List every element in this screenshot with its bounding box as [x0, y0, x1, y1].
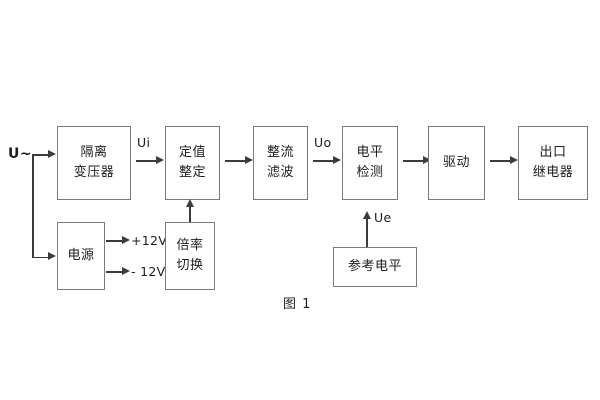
- arrowhead-reference-to-level: [362, 211, 371, 219]
- wire-power-pos12v: [106, 240, 123, 242]
- block-setting-value-line2: 整定: [178, 165, 206, 180]
- block-rectify-filter: 整流 滤波: [253, 126, 308, 200]
- block-isolation-transformer-line1: 隔离: [80, 144, 108, 160]
- arrowhead-level-to-drive: [423, 156, 431, 164]
- arrowhead-drive-to-relay: [510, 156, 518, 164]
- block-rectify-filter-line1: 整流: [266, 144, 294, 160]
- block-ratio-switch-line2: 切换: [176, 258, 204, 273]
- signal-label-uo: Uo: [314, 135, 332, 150]
- wire-transformer-to-setting: [136, 160, 157, 162]
- block-drive-line1: 驱动: [442, 154, 470, 170]
- wire-level-to-drive: [403, 160, 424, 162]
- block-power-supply: 电源: [57, 222, 105, 290]
- wire-reference-to-level: [366, 216, 368, 247]
- block-ratio-switch-line1: 倍率: [176, 237, 204, 253]
- block-setting-value: 定值 整定: [165, 126, 220, 200]
- signal-label-neg12v: - 12V: [131, 264, 166, 279]
- branch-wire-to-transformer: [32, 154, 49, 156]
- wire-rectify-to-level: [313, 160, 334, 162]
- block-output-relay-line2: 继电器: [532, 165, 574, 180]
- arrowhead-pos12v: [122, 236, 130, 244]
- block-reference-level-line1: 参考电平: [347, 258, 402, 274]
- arrowhead-rectify-to-level: [333, 156, 341, 164]
- block-rectify-filter-line2: 滤波: [266, 165, 294, 180]
- branch-wire-to-power-supply: [32, 256, 49, 258]
- block-power-supply-line1: 电源: [67, 247, 95, 263]
- wire-setting-to-rectify: [225, 160, 246, 162]
- arrowhead-to-power-supply: [48, 252, 56, 260]
- block-reference-level: 参考电平: [333, 247, 417, 287]
- block-drive: 驱动: [428, 126, 485, 200]
- block-level-detect-line2: 检测: [356, 165, 384, 180]
- block-ratio-switch: 倍率 切换: [165, 222, 215, 290]
- block-isolation-transformer: 隔离 变压器: [57, 126, 131, 200]
- arrowhead-transformer-to-setting: [156, 156, 164, 164]
- arrowhead-to-transformer: [48, 150, 56, 158]
- signal-label-ui: Ui: [137, 135, 151, 150]
- block-level-detect: 电平 检测: [342, 126, 398, 200]
- block-setting-value-line1: 定值: [178, 144, 206, 160]
- signal-label-ue: Ue: [374, 210, 392, 225]
- arrowhead-setting-to-rectify: [245, 156, 253, 164]
- input-wire-trunk: [32, 154, 34, 258]
- arrowhead-neg12v: [122, 267, 130, 275]
- input-voltage-label: U~: [8, 146, 33, 162]
- block-output-relay: 出口 继电器: [518, 126, 588, 200]
- arrowhead-ratio-to-setting: [185, 199, 194, 207]
- figure-caption: 图 1: [283, 297, 312, 312]
- block-level-detect-line1: 电平: [356, 144, 384, 160]
- wire-ratio-to-setting: [189, 203, 191, 222]
- block-isolation-transformer-line2: 变压器: [73, 165, 115, 180]
- wire-drive-to-relay: [490, 160, 511, 162]
- signal-label-pos12v: +12V: [131, 233, 168, 248]
- wire-power-neg12v: [106, 271, 123, 273]
- block-output-relay-line1: 出口: [539, 144, 567, 160]
